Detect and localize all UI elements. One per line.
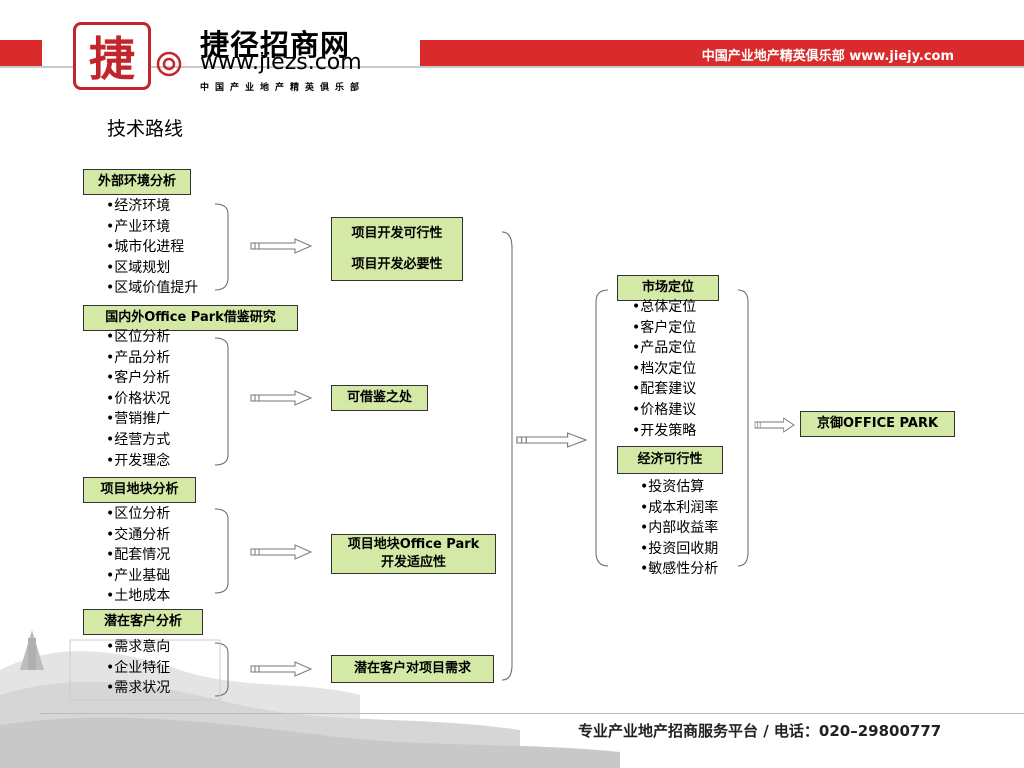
group-list-site-analysis: •区位分析 •交通分析 •配套情况 •产业基础 •土地成本 <box>106 504 170 607</box>
list-item: •产业环境 <box>106 218 171 235</box>
list-item: •投资估算 <box>640 479 705 495</box>
group-list-reference-study: •区位分析 •产品分析 •客户分析 •价格状况 •营销推广 •经营方式 •开发理… <box>106 327 170 471</box>
list-item: •成本利润率 <box>640 499 719 516</box>
group-list-external: •经济环境 •产业环境 •城市化进程 •区域规划 •区域价值提升 <box>106 196 198 299</box>
brace-analysis-right <box>737 289 749 567</box>
list-item: •客户定位 <box>632 319 697 336</box>
arrow-to-final <box>754 417 795 433</box>
market-positioning-list: •总体定位 •客户定位 •产品定位 •档次定位 •配套建议 •价格建议 •开发策… <box>632 297 696 441</box>
group-title-site-analysis: 项目地块分析 <box>83 477 196 503</box>
logo-swirl-icon <box>156 51 182 77</box>
list-item: •营销推广 <box>106 411 171 428</box>
list-item: •企业特征 <box>106 659 171 676</box>
list-item: •区域价值提升 <box>106 280 199 297</box>
result-box-feasibility: 项目开发可行性 项目开发必要性 <box>331 217 463 281</box>
brace-group-3 <box>214 508 229 594</box>
list-item: •配套建议 <box>632 381 697 398</box>
list-item: •开发策略 <box>632 422 697 439</box>
result-box-client-demand: 潜在客户对项目需求 <box>331 655 494 683</box>
list-item: •产品分析 <box>106 349 171 366</box>
page-title: 技术路线 <box>107 118 184 140</box>
list-item: •档次定位 <box>632 360 697 377</box>
brand-subtitle: 中国产业地产精英俱乐部 <box>200 83 366 93</box>
group-title-external: 外部环境分析 <box>83 169 191 195</box>
economic-feasibility-list: •投资估算 •成本利润率 •内部收益率 •投资回收期 •敏感性分析 <box>640 477 718 580</box>
final-result-box: 京御OFFICE PARK <box>800 411 955 437</box>
economic-feasibility-title: 经济可行性 <box>617 446 723 474</box>
list-item: •交通分析 <box>106 526 171 543</box>
brace-group-2 <box>214 337 229 466</box>
list-item: •开发理念 <box>106 452 171 469</box>
list-item: •经营方式 <box>106 431 171 448</box>
list-item: •区域规划 <box>106 259 171 276</box>
list-item: •需求意向 <box>106 639 171 655</box>
footer-divider <box>40 713 1024 714</box>
footer-contact: 专业产业地产招商服务平台 / 电话：020–29800777 <box>578 722 942 740</box>
brace-group-4 <box>214 642 229 697</box>
header-red-stripe-left <box>0 40 42 67</box>
list-item: •经济环境 <box>106 198 171 214</box>
list-item: •价格状况 <box>106 390 171 407</box>
result-box-site-suitability: 项目地块Office Park 开发适应性 <box>331 534 496 574</box>
header-divider <box>0 66 1024 68</box>
group-title-potential-clients: 潜在客户分析 <box>83 609 203 635</box>
list-item: •配套情况 <box>106 547 171 564</box>
list-item: •投资回收期 <box>640 540 719 557</box>
brace-results <box>501 231 513 681</box>
group-title-reference-study: 国内外Office Park借鉴研究 <box>83 305 298 331</box>
arrow-to-analysis <box>516 432 587 448</box>
brace-analysis-left <box>595 289 609 567</box>
list-item: •敏感性分析 <box>640 561 719 578</box>
arrow-group-1 <box>250 238 312 254</box>
brand-url: www.jiezs.com <box>200 50 362 75</box>
result-box-lessons: 可借鉴之处 <box>331 385 428 411</box>
list-item: •区位分析 <box>106 506 171 522</box>
list-item: •产业基础 <box>106 567 171 584</box>
header-red-stripe-right <box>420 40 1024 67</box>
result-line: 项目开发可行性 <box>351 225 443 241</box>
result-line: 项目地块Office Park <box>347 537 480 552</box>
list-item: •土地成本 <box>106 588 171 605</box>
group-list-potential-clients: •需求意向 •企业特征 •需求状况 <box>106 637 170 699</box>
arrow-group-3 <box>250 544 312 560</box>
header-slogan: 中国产业地产精英俱乐部 www.jiejy.com <box>701 49 954 64</box>
arrow-group-2 <box>250 390 312 406</box>
result-line: 开发适应性 <box>380 555 446 570</box>
list-item: •总体定位 <box>632 299 697 315</box>
list-item: •城市化进程 <box>106 239 185 256</box>
mountain-landscape-background <box>0 630 620 768</box>
brace-group-1 <box>214 203 229 291</box>
list-item: •客户分析 <box>106 370 171 387</box>
list-frame-group-4 <box>69 639 221 701</box>
brand-name: 捷径招商网 <box>200 28 351 62</box>
market-positioning-title: 市场定位 <box>617 275 719 301</box>
result-line: 潜在客户对项目需求 <box>353 661 471 676</box>
arrow-group-4 <box>250 661 312 677</box>
list-item: •产品定位 <box>632 340 697 357</box>
list-item: •内部收益率 <box>640 520 719 537</box>
result-line: 可借鉴之处 <box>346 390 412 405</box>
list-item: •区位分析 <box>106 329 171 345</box>
logo-mark: 捷 <box>73 22 151 90</box>
result-line: 项目开发必要性 <box>351 256 443 272</box>
list-item: •需求状况 <box>106 680 171 697</box>
list-item: •价格建议 <box>632 401 697 418</box>
